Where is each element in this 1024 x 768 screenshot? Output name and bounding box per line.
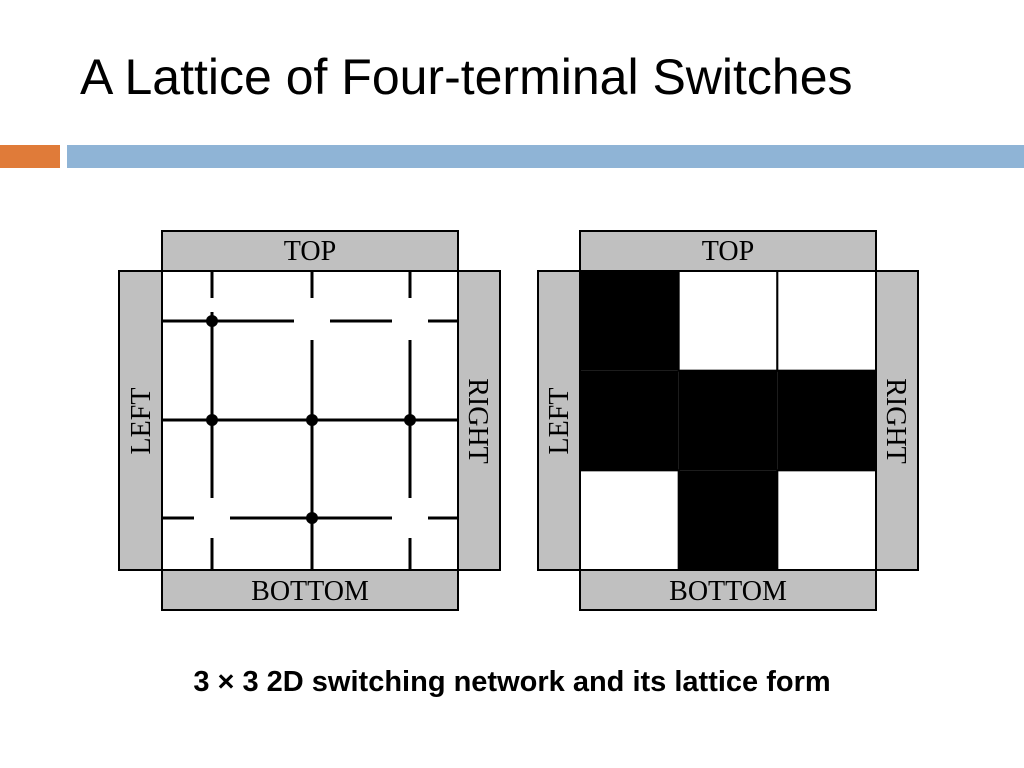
network-top-terminal: [161, 230, 459, 272]
switching-network: TOP BOTTOM LEFT RIGHT: [118, 230, 501, 611]
network-bottom-terminal: [161, 569, 459, 611]
lattice-left-label: LEFT: [544, 388, 575, 455]
lattice-top-terminal: [579, 230, 877, 272]
lattice-cell-on: [678, 470, 778, 570]
lattice-cell-off: [776, 469, 877, 572]
lattice-cell-off: [677, 270, 779, 372]
lattice-cell-off: [776, 270, 877, 372]
lattice-cell-off: [579, 469, 680, 572]
lattice-cells: [579, 270, 877, 572]
network-top-label: TOP: [284, 236, 336, 267]
network-right-terminal: [457, 270, 501, 571]
lattice-right-label: RIGHT: [880, 378, 911, 464]
network-junctions: [206, 315, 416, 524]
lattice-cell-on: [678, 370, 778, 471]
figure-caption: 3 × 3 2D switching network and its latti…: [193, 666, 831, 698]
lattice-left-terminal: [537, 270, 581, 571]
accent-bar-blue: [67, 145, 1024, 168]
network-left-label: LEFT: [126, 388, 157, 455]
network-bottom-label: BOTTOM: [251, 576, 369, 607]
accent-bar-orange: [0, 145, 60, 168]
lattice-bottom-terminal: [579, 569, 877, 611]
lattice-border: [579, 270, 877, 571]
network-left-terminal: [118, 270, 163, 571]
lattice-cell-on: [777, 370, 876, 471]
lattice-cell-on: [580, 271, 679, 371]
network-right-label: RIGHT: [462, 378, 493, 464]
lattice-top-label: TOP: [702, 236, 754, 267]
slide-title: A Lattice of Four-terminal Switches: [80, 49, 853, 105]
lattice-right-terminal: [875, 270, 919, 571]
lattice-form: TOP BOTTOM LEFT RIGHT: [537, 230, 919, 611]
lattice-cell-on: [580, 370, 679, 471]
lattice-bottom-label: BOTTOM: [669, 576, 787, 607]
